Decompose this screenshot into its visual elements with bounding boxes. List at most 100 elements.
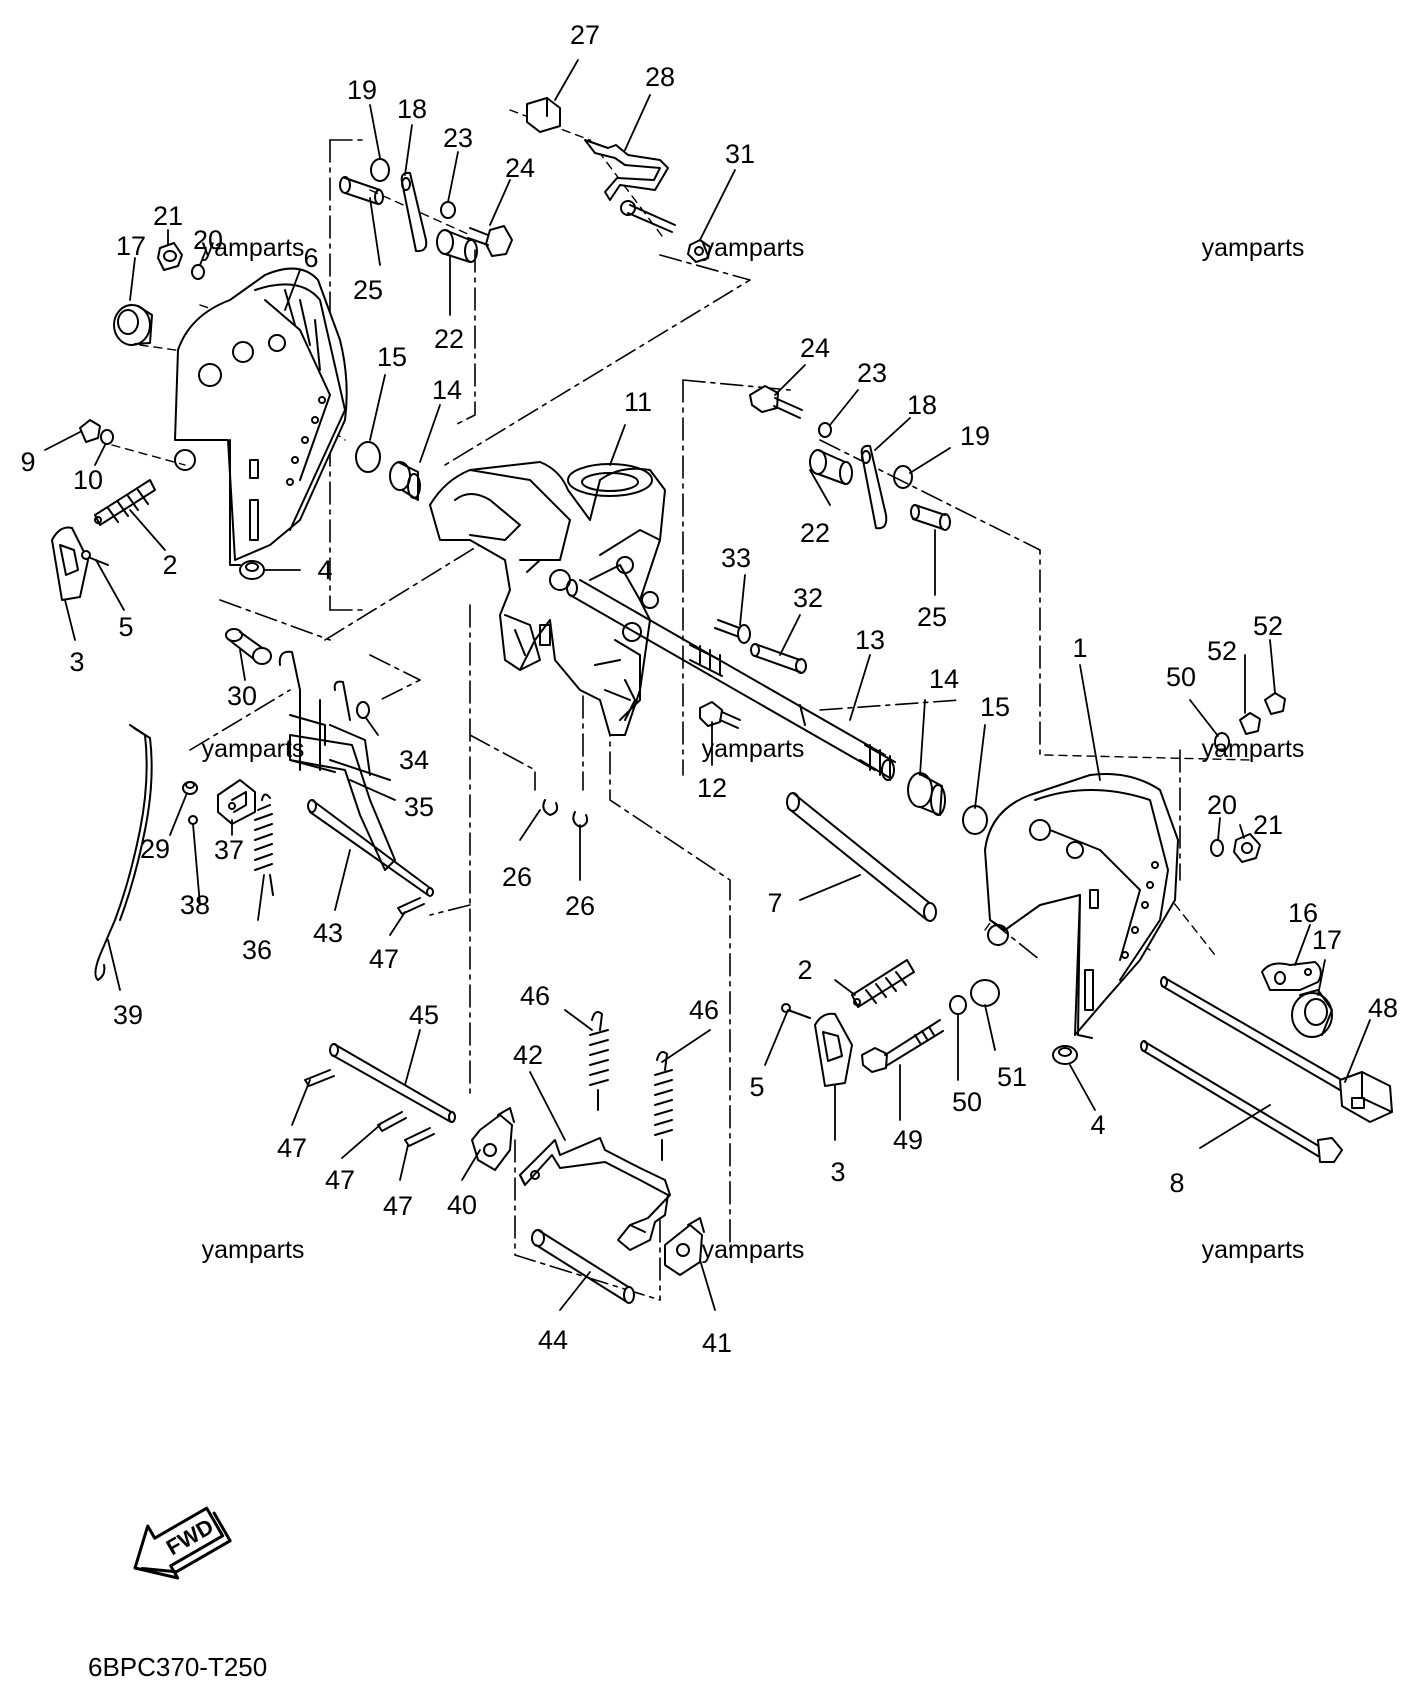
callout-number: 4 — [1090, 1110, 1106, 1140]
watermark: yamparts — [201, 1236, 305, 1264]
callout-number: 48 — [1367, 993, 1399, 1023]
clip-47-d — [404, 1127, 435, 1147]
bolt-25-left — [339, 176, 384, 205]
wire-39 — [94, 724, 153, 981]
rod-43 — [307, 799, 434, 897]
callout-number: 35 — [403, 792, 435, 822]
callout-number: 17 — [1311, 925, 1343, 955]
washer-50-top — [1214, 732, 1230, 752]
callout-number: 44 — [537, 1325, 569, 1355]
lever-3-left — [51, 526, 89, 601]
callout-number: 9 — [20, 447, 36, 477]
callout-number: 42 — [512, 1040, 544, 1070]
callout-number: 5 — [749, 1072, 765, 1102]
nut-52-b — [1264, 692, 1286, 715]
washer-23-right — [818, 422, 832, 438]
swivel-bracket-11 — [429, 461, 666, 736]
washer-23-left — [440, 201, 456, 219]
callout-number: 19 — [346, 75, 378, 105]
callout-number: 10 — [72, 465, 104, 495]
collar-29 — [182, 781, 198, 795]
callout-number: 17 — [115, 231, 147, 261]
callout-number: 41 — [701, 1328, 733, 1358]
watermark: yamparts — [1201, 234, 1305, 262]
callout-number: 27 — [569, 20, 601, 50]
callout-number: 50 — [951, 1087, 983, 1117]
bushing-4-right — [1052, 1045, 1078, 1065]
callout-number: 2 — [797, 955, 813, 985]
nut-17-right — [1291, 989, 1333, 1038]
callout-number: 30 — [226, 681, 258, 711]
callout-number: 15 — [376, 342, 408, 372]
callout-number: 47 — [368, 944, 400, 974]
lever-28 — [584, 139, 676, 233]
bracket-37 — [217, 779, 256, 825]
callout-number: 23 — [442, 123, 474, 153]
callout-number: 46 — [688, 995, 720, 1025]
callout-number: 47 — [276, 1133, 308, 1163]
watermark: yamparts — [201, 234, 305, 262]
callout-number: 47 — [324, 1165, 356, 1195]
link-18-right — [860, 444, 888, 530]
collar-22-left — [436, 229, 478, 263]
callout-number: 18 — [906, 390, 938, 420]
callout-number: 40 — [446, 1190, 478, 1220]
callout-number: 45 — [408, 1000, 440, 1030]
bolt-49 — [861, 1019, 944, 1073]
assembly-lines — [189, 139, 1181, 1301]
callout-number: 19 — [959, 421, 991, 451]
callout-number: 47 — [382, 1191, 414, 1221]
rod-45 — [329, 1043, 456, 1123]
callout-number: 28 — [644, 62, 676, 92]
callout-number: 49 — [892, 1125, 924, 1155]
callout-number: 24 — [504, 153, 536, 183]
washer-20-right — [1210, 839, 1224, 857]
callout-number: 20 — [192, 225, 224, 255]
callout-number: 31 — [724, 139, 756, 169]
bushing-14-right — [907, 772, 946, 816]
callout-number: 5 — [118, 612, 134, 642]
washer-10-left — [100, 429, 114, 445]
callout-number: 13 — [854, 625, 886, 655]
nut-21-right — [1233, 833, 1261, 863]
callout-number: 23 — [856, 358, 888, 388]
bolt-25-right — [910, 504, 951, 531]
watermark: yamparts — [701, 234, 805, 262]
callout-number: 26 — [564, 891, 596, 921]
nut-17-left — [113, 304, 153, 346]
callout-number: 1 — [1072, 633, 1088, 663]
spring-2-right — [851, 959, 915, 1008]
callout-number: 21 — [1252, 810, 1284, 840]
callout-number: 38 — [179, 890, 211, 920]
bracket-40 — [471, 1107, 515, 1171]
callout-number: 51 — [996, 1062, 1028, 1092]
watermark: yamparts — [1201, 1236, 1305, 1264]
bushing-14-left — [389, 461, 421, 501]
callout-number: 24 — [799, 333, 831, 363]
fwd-arrow-icon: FWD — [133, 1506, 232, 1580]
washer-19-right — [893, 465, 913, 489]
callout-number: 16 — [1287, 898, 1319, 928]
callout-number: 33 — [720, 543, 752, 573]
callout-number: 29 — [139, 834, 171, 864]
callout-number: 2 — [162, 550, 178, 580]
plate-42 — [519, 1137, 671, 1251]
callout-number: 21 — [152, 201, 184, 231]
callout-number: 26 — [501, 862, 533, 892]
pin-44 — [531, 1229, 635, 1304]
pin-30 — [225, 628, 272, 665]
rod-48 — [1160, 976, 1393, 1123]
callout-number: 3 — [830, 1157, 846, 1187]
plate-16 — [1261, 961, 1322, 991]
bracket-41 — [664, 1217, 705, 1276]
callout-number: 6 — [303, 243, 319, 273]
linkage-35 — [278, 650, 396, 871]
callout-number: 8 — [1169, 1168, 1185, 1198]
callout-number: 46 — [519, 981, 551, 1011]
callout-number: 12 — [696, 773, 728, 803]
spring-36 — [254, 793, 274, 896]
washer-50-low — [949, 995, 967, 1015]
tilt-shaft-13 — [566, 579, 896, 781]
callout-number: 11 — [623, 387, 653, 417]
watermark: yamparts — [201, 735, 305, 763]
